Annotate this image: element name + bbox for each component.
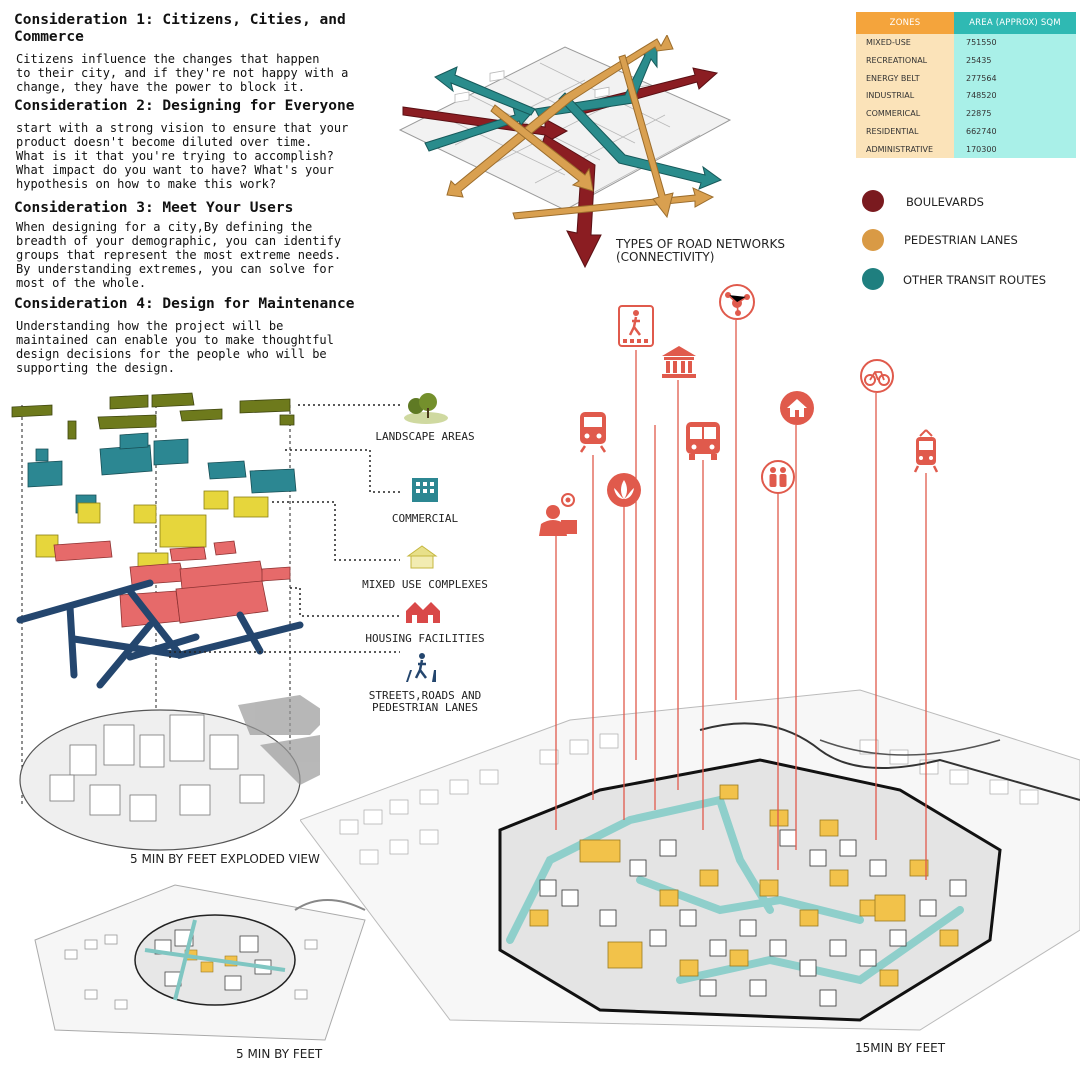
zone-area: 22875 — [954, 104, 1076, 123]
tram-icon — [913, 429, 939, 473]
layer-leader-lines — [169, 404, 400, 658]
legend-label: PEDESTRIAN LANES — [904, 233, 1018, 247]
office-building-icon — [412, 478, 438, 502]
train-icon — [579, 412, 607, 453]
landscape-areas-label: LANDSCAPE AREAS — [375, 430, 475, 443]
district-buildings — [539, 829, 967, 1007]
base-city-buildings — [49, 714, 265, 822]
tree-icon — [404, 393, 448, 424]
housing-facilities-label: HOUSING FACILITIES — [365, 632, 485, 645]
consideration-4-title: Consideration 4: Design for Maintenance — [14, 296, 355, 312]
five-min-caption: 5 MIN BY FEET — [236, 1047, 323, 1061]
zone-name: RESIDENTIAL — [856, 122, 954, 141]
pedestrian-sign-icon — [618, 305, 654, 347]
pedestrian-crossing-icon — [406, 653, 436, 682]
zone-name: INDUSTRIAL — [856, 87, 954, 105]
zone-area: 170300 — [954, 140, 1076, 158]
lotus-icon — [607, 473, 641, 507]
mixed-use-house-icon — [406, 545, 438, 569]
building-shadows — [238, 695, 320, 785]
consideration-2-title: Consideration 2: Designing for Everyone — [14, 98, 355, 114]
pedestrian-lanes-swatch — [862, 229, 884, 251]
community-meeting-icon — [539, 493, 577, 536]
mixed-use-complexes-label: MIXED USE COMPLEXES — [362, 578, 488, 591]
zone-name: COMMERICAL — [856, 104, 954, 123]
streets-layer — [16, 579, 304, 689]
zone-area: 748520 — [954, 87, 1076, 105]
streets-roads-label: STREETS,ROADS AND PEDESTRIAN LANES — [368, 689, 482, 714]
legend-label: OTHER TRANSIT ROUTES — [903, 273, 1047, 287]
zones-header: ZONES — [856, 12, 954, 34]
fifteen-min-caption: 15MIN BY FEET — [855, 1041, 946, 1055]
road-network-diagram — [398, 35, 732, 269]
exploded-view-caption: 5 MIN BY FEET EXPLODED VIEW — [130, 852, 320, 866]
legend-label: BOULEVARDS — [906, 195, 984, 209]
area-header: AREA (APPROX) SQM — [954, 12, 1076, 34]
boulevards-swatch — [862, 190, 884, 212]
consideration-3-title: Consideration 3: Meet Your Users — [14, 200, 294, 216]
landscape-layer — [11, 392, 295, 440]
consideration-3-body: When designing for a city,By defining th… — [16, 220, 342, 290]
five-min-map — [34, 884, 366, 1041]
network-hub-icon — [719, 284, 755, 320]
zone-name: ENERGY BELT — [856, 69, 954, 88]
bus-icon — [686, 422, 720, 460]
mixed-use-layer — [35, 490, 269, 576]
road-networks-caption: TYPES OF ROAD NETWORKS (CONNECTIVITY) — [616, 237, 785, 264]
civic-building-icon — [662, 346, 696, 378]
housing-layer — [53, 540, 291, 628]
zone-area: 25435 — [954, 51, 1076, 70]
other-transit-swatch — [862, 268, 884, 290]
pedestrian-arrows — [446, 35, 715, 220]
zone-name: ADMINISTRATIVE — [856, 140, 954, 158]
zone-name: RECREATIONAL — [856, 51, 954, 70]
zone-area: 751550 — [954, 34, 1076, 52]
exploded-layers-diagram — [11, 392, 320, 851]
fifteen-min-map — [300, 689, 1080, 1031]
commercial-label: COMMERCIAL — [391, 512, 459, 525]
zone-area: 662740 — [954, 122, 1076, 141]
background-buildings — [339, 733, 1039, 865]
cycling-icon — [860, 359, 894, 393]
consideration-2-body: start with a strong vision to ensure tha… — [16, 121, 349, 191]
zone-area: 277564 — [954, 69, 1076, 88]
houses-icon — [406, 602, 440, 623]
commercial-layer — [27, 432, 297, 514]
highlighted-buildings — [529, 784, 959, 987]
family-icon — [761, 460, 795, 494]
home-icon — [780, 391, 814, 425]
consideration-1-body: Citizens influence the changes that happ… — [16, 52, 349, 94]
zone-name: MIXED-USE — [856, 34, 954, 52]
